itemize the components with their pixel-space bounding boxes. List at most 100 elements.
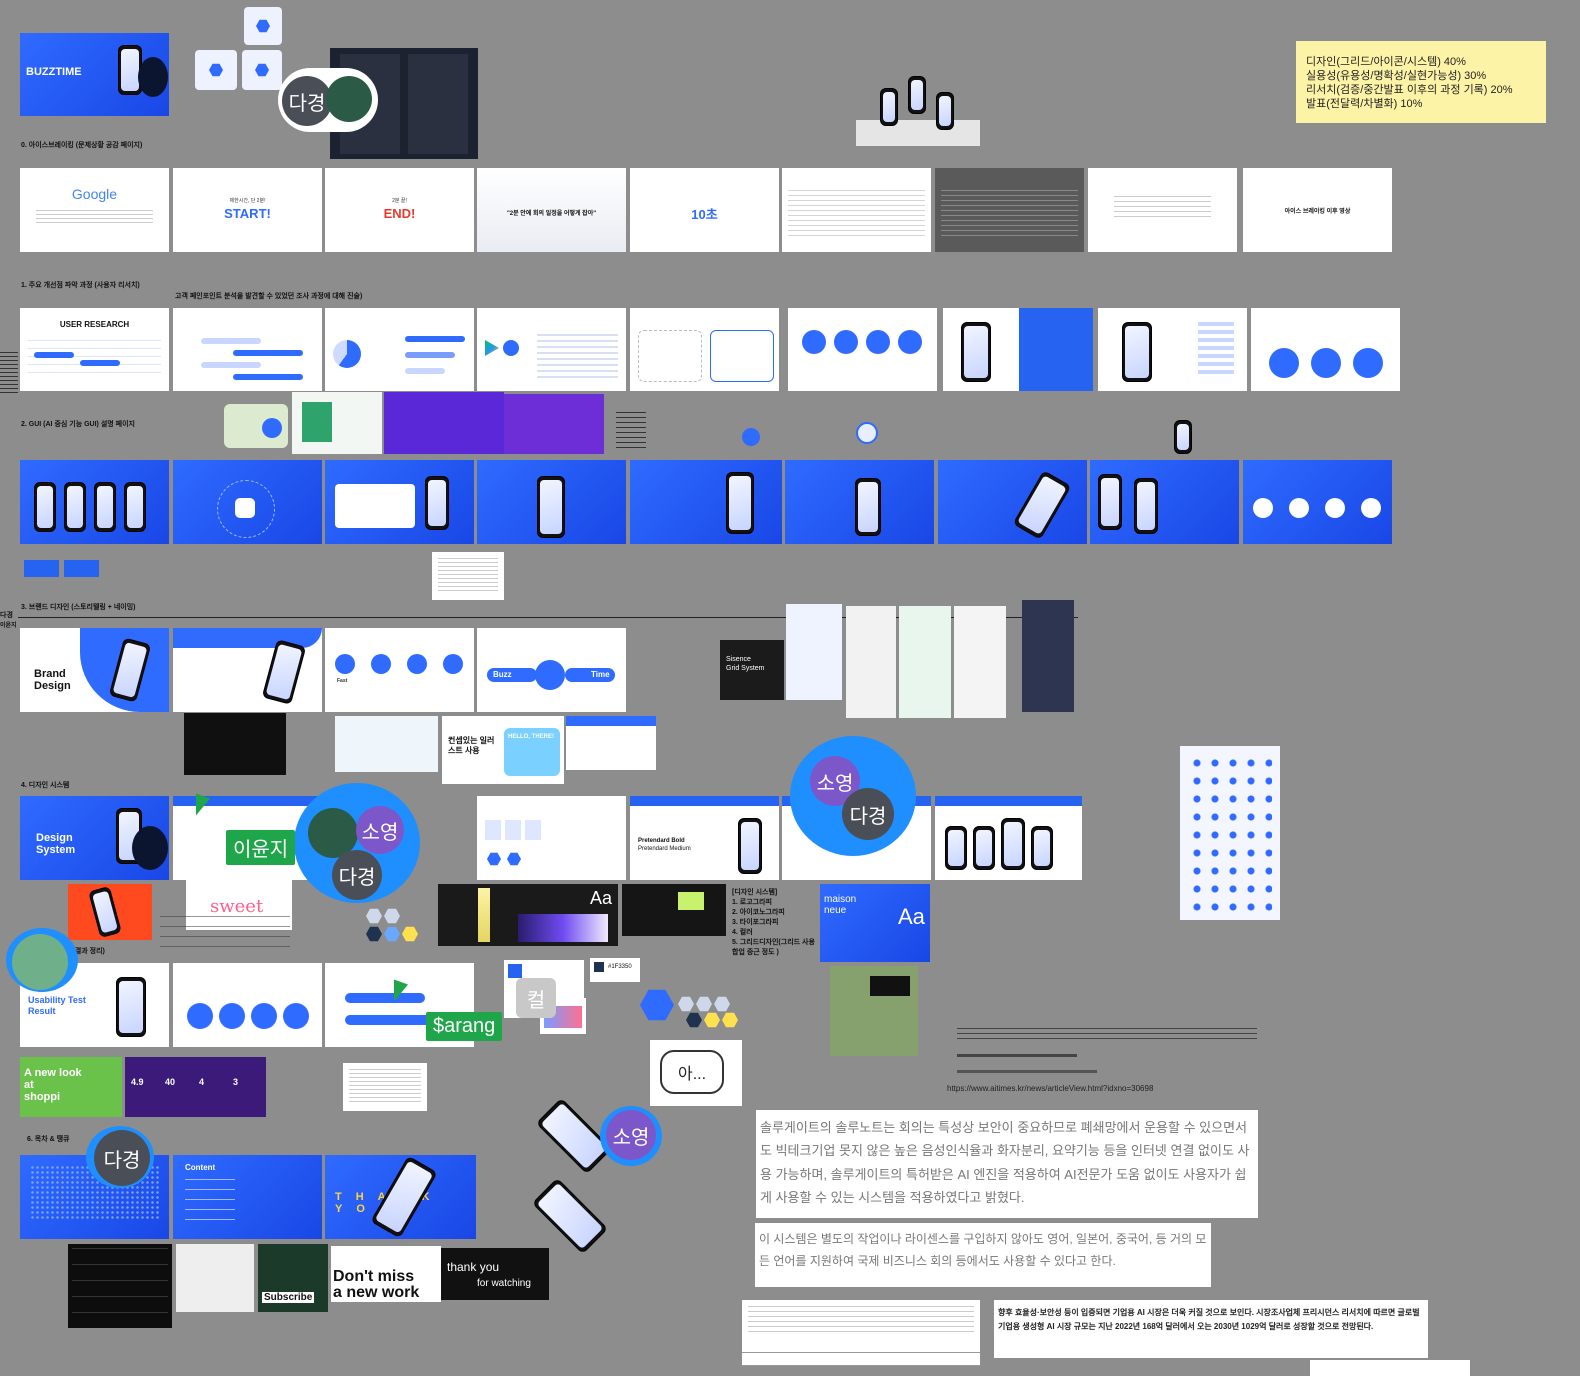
swatch-blue-1[interactable] <box>24 560 59 577</box>
thumb-review-doc[interactable] <box>343 1063 427 1111</box>
avatar-soyoung-bottom[interactable]: 소영 <box>606 1110 656 1160</box>
phones-mockup[interactable] <box>856 72 980 146</box>
slide-illust[interactable]: 컨셉있는 일러스트 사용 HELLO, THERE! <box>442 716 564 784</box>
slide-core-values[interactable]: Fast <box>325 628 474 712</box>
slide-buzztime-preview[interactable] <box>20 460 169 544</box>
slide-new-look[interactable]: A new look at shoppi <box>20 1057 122 1117</box>
slide-user-evaluation[interactable] <box>173 963 322 1047</box>
swatch-blue-2[interactable] <box>64 560 99 577</box>
slide-view-insight[interactable] <box>630 308 779 391</box>
floating-phone[interactable] <box>1174 420 1192 454</box>
thumb-timeline[interactable] <box>335 716 438 772</box>
slide-quote[interactable]: "2분 안에 회의 일정을 어떻게 잡아" <box>477 168 626 252</box>
thumb-dark-hardware[interactable] <box>184 713 286 775</box>
ref-board-3[interactable] <box>899 606 951 718</box>
note-market[interactable]: 향후 효율성·보안성 등이 입증되면 기업용 AI 시장은 더욱 커질 것으로 … <box>994 1300 1428 1358</box>
slide-gui-7[interactable] <box>1243 460 1392 544</box>
refresh-icon[interactable] <box>856 422 878 444</box>
ref-board-5[interactable] <box>1022 600 1074 712</box>
slide-gui-2[interactable] <box>477 460 626 544</box>
slide-green-styleguide[interactable] <box>830 966 918 1056</box>
slide-stats-purple[interactable]: 4.9 40 4 3 <box>125 1057 266 1117</box>
left-note-block[interactable] <box>0 352 18 396</box>
slide-subscribe[interactable]: Subscribe <box>258 1244 328 1312</box>
hex-swatch-5[interactable] <box>402 926 418 942</box>
icon-scribbles[interactable] <box>170 398 220 448</box>
slide-google[interactable]: Google <box>20 168 169 252</box>
slide-end[interactable]: 2분 끝! END! <box>325 168 474 252</box>
hex-row-4[interactable] <box>686 1012 702 1028</box>
hex-big[interactable] <box>640 989 674 1021</box>
slide-brand-mission[interactable] <box>173 628 322 712</box>
cover-slide[interactable]: BUZZTIME <box>20 33 169 116</box>
bullet-notes[interactable] <box>616 412 646 452</box>
slide-start[interactable]: 제한시간, 단 2분! START! <box>173 168 322 252</box>
slide-phone-split[interactable] <box>943 308 1093 391</box>
slide-gui-5[interactable] <box>938 460 1087 544</box>
slide-thank-you[interactable]: THANK YOU <box>325 1155 476 1239</box>
slide-design-system[interactable]: Design System <box>20 796 169 880</box>
thumb-red-phone[interactable] <box>68 884 152 940</box>
slide-gui-3[interactable] <box>630 460 782 544</box>
slide-after-ice[interactable]: 아이스 브레이킹 이후 영상 <box>1243 168 1392 252</box>
avatar-dagyeong-mid[interactable]: 다경 <box>332 850 382 900</box>
slide-thankyou-watching[interactable]: thank you for watching <box>441 1248 549 1300</box>
avatar-photo-top[interactable] <box>326 76 372 122</box>
slide-gui-4[interactable] <box>785 460 934 544</box>
link-1[interactable] <box>957 1028 1257 1042</box>
thumb-screens[interactable] <box>176 1244 254 1312</box>
hex-swatch-3[interactable] <box>366 926 382 942</box>
slide-next-step[interactable] <box>1251 308 1400 391</box>
slide-sisence[interactable]: Sisence Grid System <box>720 640 784 700</box>
table-thumbnail[interactable] <box>742 1300 980 1366</box>
slide-ai-hub[interactable] <box>173 460 322 544</box>
slide-text-article[interactable] <box>782 168 931 252</box>
link-2[interactable] <box>957 1054 1077 1057</box>
slide-content[interactable]: Content <box>173 1155 322 1239</box>
slide-typo-dark[interactable] <box>622 884 726 936</box>
ref-board-2[interactable] <box>846 606 896 718</box>
slide-usability[interactable] <box>1098 308 1247 391</box>
slide-dark-index[interactable] <box>68 1244 172 1328</box>
hex-swatch-1[interactable] <box>366 908 382 924</box>
ah-bubble-card[interactable]: 아... <box>650 1040 742 1106</box>
slide-survey[interactable] <box>325 308 474 391</box>
buzz-widget[interactable] <box>224 404 288 448</box>
avatar-dagyeong-top[interactable]: 다경 <box>282 76 332 126</box>
avatar-dagyeong-right[interactable]: 다경 <box>842 788 894 840</box>
mic-icon[interactable] <box>742 428 760 446</box>
slide-brand-design[interactable]: Brand Design <box>20 628 169 712</box>
slide-color-palette[interactable]: Aa <box>438 884 618 946</box>
link-aitimes[interactable]: https://www.aitimes.kr/news/articleView.… <box>947 1084 1154 1093</box>
hex-row-6[interactable] <box>722 1012 738 1028</box>
slide-purple-2[interactable] <box>504 394 604 454</box>
sweet-caption[interactable] <box>160 916 290 954</box>
slide-text-dark[interactable] <box>935 168 1084 252</box>
slide-grid-system[interactable] <box>935 796 1082 880</box>
slide-circles[interactable] <box>788 308 937 391</box>
slide-gui-6[interactable] <box>1090 460 1239 544</box>
cursor-tag-yunji[interactable]: 이윤지 <box>226 830 296 865</box>
hex-row-2[interactable] <box>696 996 712 1012</box>
hex-swatch-2[interactable] <box>384 908 400 924</box>
floating-phone-b[interactable] <box>531 1177 609 1255</box>
hex-swatch-4[interactable] <box>384 926 400 942</box>
slide-iconography[interactable] <box>477 796 626 880</box>
link-3[interactable] <box>957 1070 1097 1073</box>
avatar-soyoung-mid[interactable]: 소영 <box>356 806 404 854</box>
slide-text-small[interactable] <box>1088 168 1237 252</box>
slide-green-map[interactable] <box>292 392 382 454</box>
hex-row-1[interactable] <box>678 996 694 1012</box>
hex-row-3[interactable] <box>714 996 730 1012</box>
avatar-keol[interactable]: 컬 <box>516 978 556 1018</box>
slide-typography[interactable]: Pretendard Bold Pretendard Medium <box>630 796 779 880</box>
slide-purple-1[interactable] <box>384 392 504 454</box>
cursor-tag-sarang[interactable]: $arang <box>426 1012 503 1041</box>
slide-buzz-time[interactable]: Buzz Time <box>477 628 626 712</box>
slide-app-review[interactable] <box>477 308 626 391</box>
slide-10sec[interactable]: 10초 <box>630 168 779 252</box>
hex-color-label[interactable]: #1F3350 <box>590 958 640 982</box>
criteria-note[interactable]: 디자인(그리드/아이콘/시스템) 40% 실용성(유용성/명확성/실현가능성) … <box>1296 41 1546 123</box>
ref-board-4[interactable] <box>954 606 1006 718</box>
design-system-list[interactable]: [디자인 시스템] 1. 로고그라피 2. 아이코노그라피 3. 타이포그라피 … <box>732 888 822 968</box>
